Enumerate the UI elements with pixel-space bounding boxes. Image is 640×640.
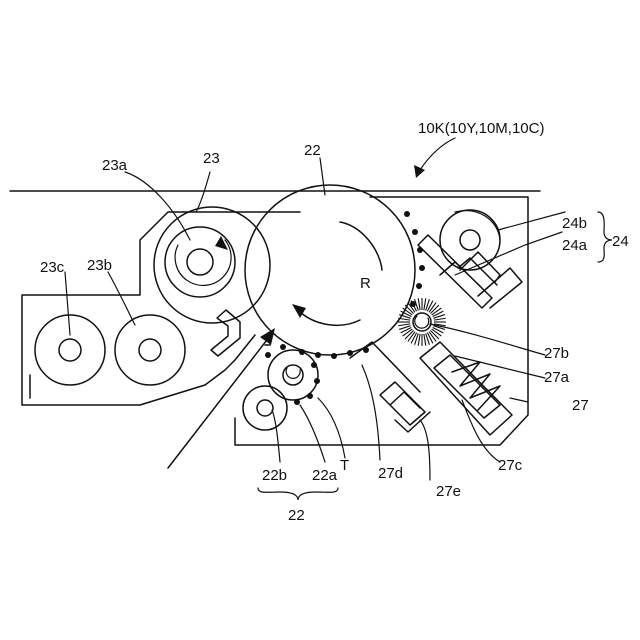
roller-23b-outer [115,315,185,385]
roller-23b-core [139,339,161,361]
label-24a: 24a [562,237,588,254]
developer-housing [22,212,300,405]
label-22a: 22a [312,467,338,484]
label-rotation: R [360,275,371,292]
label-27c: 27c [498,457,523,474]
label-27d: 27d [378,465,403,482]
label-27e: 27e [436,483,461,500]
light-path-arrowhead [260,328,275,345]
label-unit: 10K(10Y,10M,10C) [418,120,544,137]
brush-bristle [398,324,410,326]
label-24: 24 [612,233,629,250]
label-23b: 23b [87,257,112,274]
label-23: 23 [203,150,220,167]
unit-leader-arrow [420,138,455,170]
brace-24 [598,212,612,262]
doctor-blade [211,310,240,356]
label-23a: 23a [102,157,128,174]
drum-rotation-arrow-top [340,222,382,270]
roller-22a-outer [268,350,318,400]
brush-rotation-arrow [415,316,429,328]
roller-24b-core [460,230,480,250]
charging-bracket-24a [418,235,497,308]
roller-23a-core [187,249,213,275]
brush-bristle [418,334,420,346]
cleaning-brush-27b [398,298,446,346]
brace-22 [258,488,338,500]
roller-23c-outer [35,315,105,385]
label-group-22: 22 [288,507,305,524]
roller-22a-arrow [286,368,300,378]
brush-bristle [424,298,426,310]
label-22b: 22b [262,467,287,484]
label-27b: 27b [544,345,569,362]
roller-23c-core [59,339,81,361]
brush-bristle [434,318,446,320]
roller-22a-core [283,365,303,385]
label-23c: 23c [40,259,65,276]
brush-bristle [424,334,426,346]
cleaning-housing [235,197,528,445]
label-toner: T [340,457,349,474]
drum-rotation-arrow-bottom [300,312,360,325]
brush-bristle [418,298,420,310]
leader-lines [65,158,565,480]
spring-27c [452,362,500,410]
label-24b: 24b [562,215,587,232]
label-27a: 27a [544,369,570,386]
label-27: 27 [572,397,589,414]
label-drum: 22 [304,142,321,159]
roller-22b-core [257,400,273,416]
roller-22b-outer [243,386,287,430]
unit-arrowhead [414,165,425,178]
scraper-plate [350,342,420,392]
